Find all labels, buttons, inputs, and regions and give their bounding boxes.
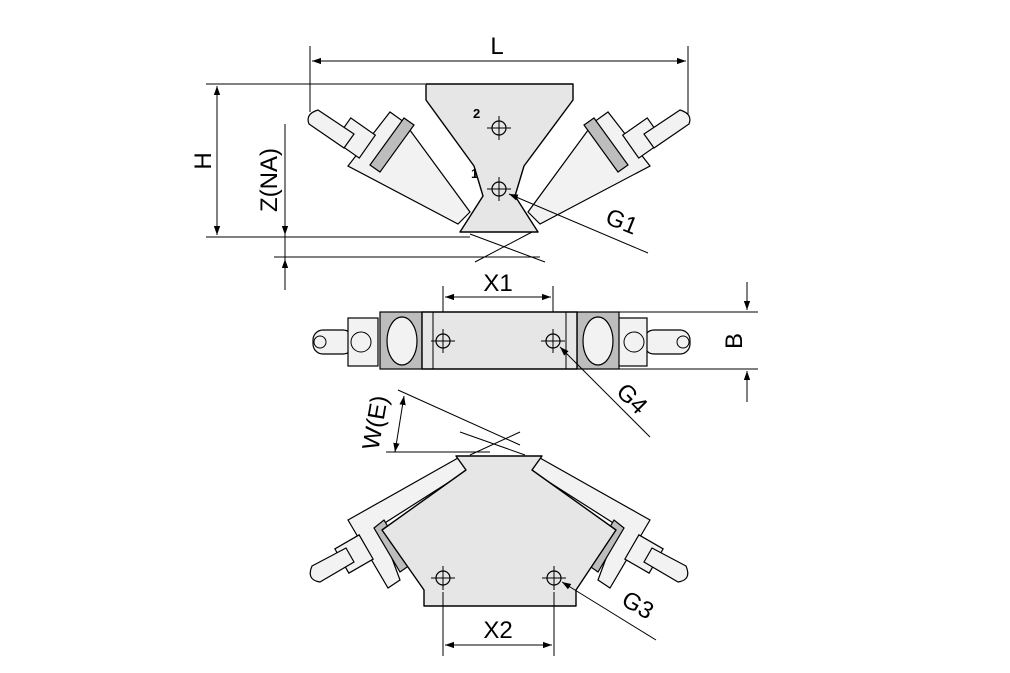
leader-g4 [559,346,651,438]
label-b: B [721,333,748,349]
side-view: X1 B G4 [312,270,758,438]
label-g1: G1 [602,204,642,241]
right-nut-side [616,317,648,367]
label-x2: X2 [483,617,512,644]
left-arm-insert [369,117,415,173]
left-clamp-round [386,316,418,366]
right-rod-top [643,109,691,149]
dimension-line-w [393,395,406,453]
left-rod-top [307,109,355,149]
left-rod-end [313,335,327,349]
right-rod-end [676,335,690,349]
left-rod-side [312,329,354,355]
main-body-top [425,83,574,233]
left-arm-top [347,111,471,225]
right-clamp-round [582,316,614,366]
bottom-view: W(E) X2 G3 [309,389,689,656]
right-arm-top [527,111,651,225]
leader-g3 [561,581,657,641]
top-view: L H Z(NA) 2 1 [190,33,691,290]
right-nut-face [623,331,645,353]
label-w: W(E) [358,393,394,452]
right-rod-side [643,329,691,355]
label-g4: G4 [611,378,653,420]
label-port-2: 2 [473,106,480,121]
center-line-a [469,233,546,263]
right-arm-insert [583,117,629,173]
extension-line-w [397,389,521,446]
label-l: L [490,33,503,60]
leader-g1 [508,193,649,254]
left-nut-side [347,317,379,367]
main-body-bottom [381,455,617,607]
label-port-1: 1 [471,166,478,181]
left-nut-face [350,331,372,353]
center-line-c [459,431,526,456]
label-x1: X1 [483,270,512,297]
label-z: Z(NA) [256,148,283,212]
label-h: H [190,152,217,169]
center-line-b [474,231,533,263]
center-line-d [469,431,521,456]
right-rod-bottom [643,547,689,583]
left-rod-bottom [309,547,355,583]
